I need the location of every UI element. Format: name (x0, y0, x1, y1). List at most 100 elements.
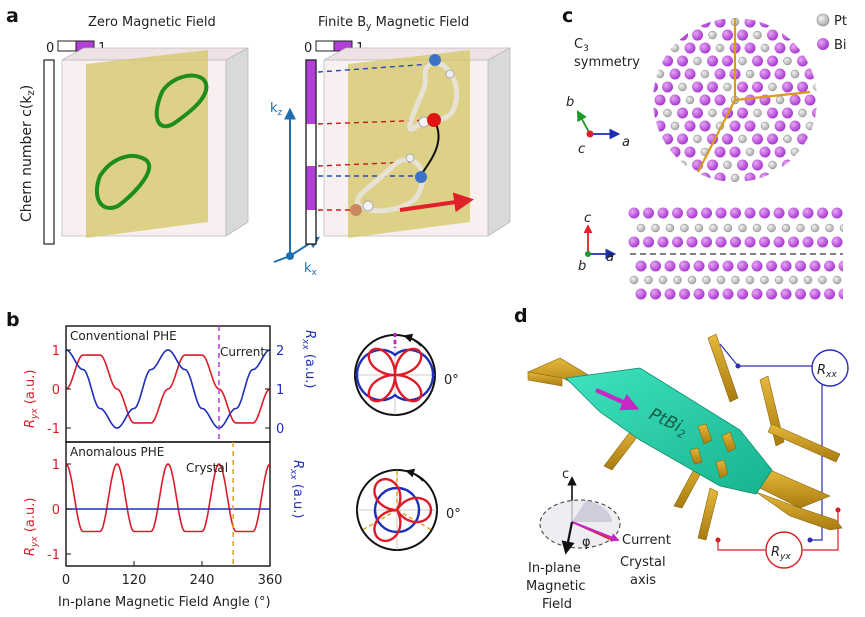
bi-atom (827, 82, 838, 93)
bi-atom (817, 207, 828, 219)
bi-atom (643, 207, 654, 219)
bi-atom (744, 236, 756, 248)
bi-atom (692, 185, 703, 196)
pt-atom (760, 121, 770, 131)
bi-atom (857, 133, 865, 144)
bi-atom (699, 42, 711, 54)
lattice-side-view (628, 207, 843, 300)
bi-atom (632, 185, 643, 196)
bi-atom (767, 185, 778, 196)
bi-atom (693, 288, 705, 300)
current-arrow-on-device (595, 387, 640, 411)
bi-atom (677, 55, 688, 67)
pt-atom (851, 44, 859, 52)
bi-atom (653, 81, 658, 93)
bi-atom (804, 172, 816, 182)
bi-atom (625, 69, 636, 80)
bi-atom (617, 4, 628, 15)
bi-atom (850, 95, 861, 106)
bi-atom (812, 185, 823, 196)
bi-atom (831, 236, 843, 248)
pt-atom (641, 174, 649, 182)
bi-atom (759, 146, 771, 158)
bi-atom (751, 288, 763, 300)
pt-atom (829, 135, 837, 143)
pt-atom (832, 275, 842, 285)
bi-atom (610, 120, 621, 131)
bi-atom (797, 133, 808, 145)
pt-atom (619, 187, 627, 195)
bi-atom (774, 68, 786, 80)
bi-atom (722, 133, 733, 145)
inset-angle-diagram: c φ Current Crystal axis In-plane Magnet… (526, 467, 671, 612)
bi-atom (632, 133, 643, 144)
inset-crystal-axis-line1: Crystal (620, 555, 666, 570)
bi-atom (797, 81, 808, 93)
axis-c-label-top: c (578, 142, 585, 157)
bi-atom (617, 159, 628, 170)
legend-bi-marker (817, 38, 829, 50)
inset-crystal-axis-line2: axis (630, 573, 656, 588)
pt-atom (768, 82, 777, 92)
bi-atom (795, 260, 806, 272)
pt-atom (798, 30, 807, 40)
bi-atom (737, 107, 748, 119)
inset-field-line3: Field (542, 597, 572, 612)
bi-atom (759, 207, 770, 219)
bi-atom (715, 207, 727, 219)
bi-atom (850, 172, 861, 183)
pt-atom (685, 173, 695, 182)
ytick-left-label: 1 (52, 344, 60, 359)
bi-atom (714, 172, 726, 182)
bi-atom (653, 29, 658, 41)
axes-side-view: c a b (578, 211, 617, 274)
bi-atom (684, 68, 696, 80)
pt-atom (708, 108, 717, 118)
pt-atom (694, 223, 704, 233)
pt-atom (754, 187, 762, 195)
pt-atom (836, 70, 844, 78)
bi-atom (657, 207, 669, 219)
bi-atom (817, 236, 828, 248)
pt-atom (658, 275, 668, 285)
legend-pt-label: Pt (834, 14, 847, 29)
bi-atom (699, 172, 711, 182)
bi-atom (782, 185, 793, 196)
bi-atom (610, 43, 621, 54)
pt-atom (813, 82, 817, 92)
bi-atom (842, 133, 853, 144)
bi-atom (802, 207, 814, 219)
ytick-right-label: 0 (276, 422, 284, 437)
pt-atom (836, 148, 844, 156)
pt-atom (839, 223, 843, 233)
ytick-left-label: 1 (52, 458, 60, 473)
pt-atom (619, 109, 627, 117)
pt-atom (636, 223, 646, 233)
bi-atom (802, 236, 814, 248)
bi-atom (653, 159, 658, 171)
pt-atom (752, 223, 762, 233)
pt-atom (769, 5, 777, 13)
bi-atom (767, 29, 778, 41)
pt-atom (810, 223, 820, 233)
fermi-arc-loop-lower (94, 154, 151, 210)
pt-atom (814, 5, 822, 13)
pt-atom (680, 223, 689, 233)
pt-atom (634, 5, 642, 13)
pt-atom (709, 223, 718, 233)
pt-atom (641, 96, 649, 104)
bi-atom (643, 236, 654, 248)
bi-atom (827, 185, 838, 196)
polar-top-zero-label: 0° (444, 373, 459, 388)
panel-label-d: d (514, 305, 528, 327)
panel-a: Zero Magnetic Field Finite By Magnetic F… (19, 15, 511, 278)
polar-bottom-zero-label: 0° (446, 507, 461, 522)
pt-atom (723, 160, 732, 170)
pt-atom (670, 121, 680, 131)
xtick-label: 360 (258, 573, 283, 588)
bi-atom (693, 260, 705, 272)
bi-atom (684, 120, 696, 132)
bi-atom (752, 133, 763, 145)
pt-atom (789, 275, 798, 285)
bi-atom (640, 120, 651, 131)
